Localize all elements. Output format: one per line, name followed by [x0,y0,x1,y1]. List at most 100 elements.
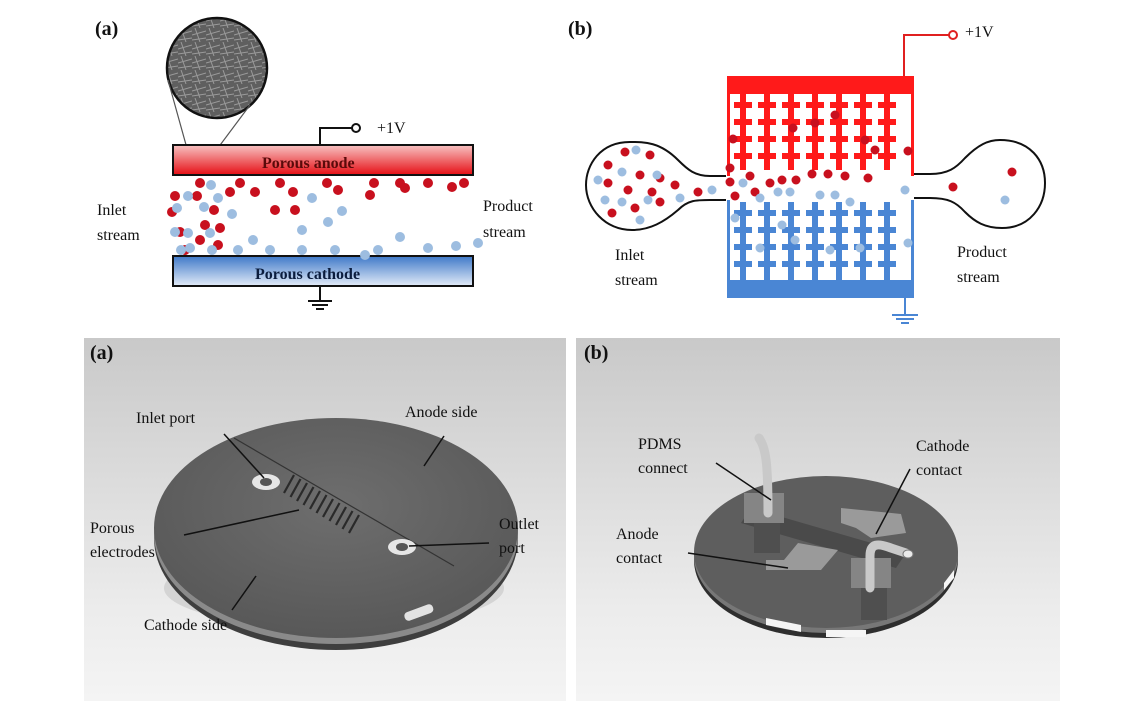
blue-ion [755,193,765,203]
cathode-side-wall [911,200,914,298]
electrode-slot [322,498,334,518]
anode-branch [734,153,752,159]
red-ion [725,163,735,173]
red-ion [863,173,873,183]
cathode-finger [836,202,842,280]
callout-porous-electrodes-line2: electrodes [90,544,155,561]
cathode-branch [878,227,896,233]
blue-ion [631,145,641,155]
blue-ion [323,217,333,227]
callout-outlet-port-line1: Outlet [499,516,539,533]
blue-ion [815,190,825,200]
anode-branch [782,153,800,159]
electrode-slot [328,502,341,522]
blue-ion [707,185,717,195]
blue-ion [903,238,913,248]
panel-label: (b) [568,18,593,40]
cathode-branch [806,244,824,250]
anode-branch [734,136,752,142]
anode-comb [727,76,914,176]
cathode-finger [764,202,770,280]
callout-cathode-contact-line1: Cathode [916,438,970,455]
callout-cathode-side: Cathode side [144,617,228,634]
voltage-label: +1V [965,24,994,41]
red-ion [620,147,630,157]
red-ion [728,134,738,144]
cathode-branch [734,261,752,267]
anode-busbar [727,76,914,94]
pdms-tube-2 [865,540,911,593]
red-ion [400,183,410,193]
anode-branch [782,119,800,125]
anode-side-wall [911,76,914,176]
red-ion [322,178,332,188]
blue-ion [473,238,483,248]
blue-ion [307,193,317,203]
blue-ion [373,245,383,255]
red-ion [693,187,703,197]
anode-finger [740,94,746,170]
electrode-slot [302,486,315,506]
red-ion [823,169,833,179]
red-ion [788,123,798,133]
panel-label: (a) [95,18,119,40]
anode-label: Porous anode [262,155,355,172]
anode-branch [806,136,824,142]
blue-ion [183,228,193,238]
anode-contact-pad [766,543,838,570]
blue-ion [330,245,340,255]
red-ion [290,205,300,215]
callout-cathode-contact-line2: contact [916,462,963,479]
red-ion [225,187,235,197]
red-ion [447,182,457,192]
cathode-branch [734,244,752,250]
sem-magnified-inset [165,16,269,120]
blue-ion [227,209,237,219]
anode-branch [758,153,776,159]
blue-ion [600,195,610,205]
cathode-branch [830,261,848,267]
red-ion [192,191,202,201]
blue-ion [451,241,461,251]
cathode-branch [782,210,800,216]
inlet-reservoir [584,140,726,232]
callout-inlet-port: Inlet port [136,410,196,427]
device-render-b [687,433,958,638]
anode-finger [812,94,818,170]
anode-branch [878,102,896,108]
cathode-branch [854,261,872,267]
anode-branch [758,119,776,125]
anode-branch [758,102,776,108]
porous-anode [172,144,474,176]
cathode-branch [734,227,752,233]
product-stream-label-line2: stream [483,224,526,241]
blue-ion [830,190,840,200]
callout-pdms-connect-line1: PDMS [638,436,682,453]
red-ion [725,177,735,187]
red-ion [195,235,205,245]
blue-ion [825,245,835,255]
callout-outlet-port-line2: port [499,540,525,557]
red-ion [275,178,285,188]
red-ion [250,187,260,197]
cathode-contact-pad [841,508,906,538]
red-ion [235,178,245,188]
disk-top [154,418,518,638]
anode-finger [836,94,842,170]
callout-anode-contact-line1: Anode [616,526,659,543]
cathode-branch [782,227,800,233]
red-ion [948,182,958,192]
red-ion [270,205,280,215]
product-stream-label-line1: Product [957,244,1007,261]
blue-ion [233,245,243,255]
cathode-branch [734,210,752,216]
red-ion [603,160,613,170]
blue-ion [297,225,307,235]
blue-ion [635,215,645,225]
anode-side-wall [727,76,730,176]
red-ion [765,178,775,188]
blue-ion [213,193,223,203]
device-render-a [154,418,518,650]
panel-label: (a) [90,342,114,364]
red-ion [195,178,205,188]
